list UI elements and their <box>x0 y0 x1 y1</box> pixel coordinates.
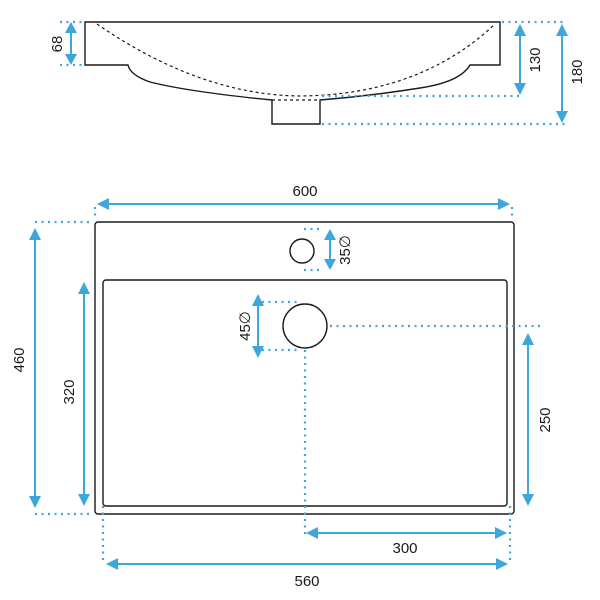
dim-label-45: 45∅ <box>237 311 254 341</box>
arrow-320-top <box>78 282 90 294</box>
arrow-130-top <box>514 24 526 36</box>
arrow-68-top <box>65 22 77 33</box>
arrow-300-right <box>495 527 507 539</box>
arrow-45-bottom <box>252 346 264 358</box>
side-profile-view: 68 130 180 <box>49 20 586 126</box>
top-plan-view: 600 35∅ 45∅ 460 320 250 <box>11 183 554 590</box>
dim-label-300: 300 <box>392 540 417 557</box>
side-profile-inner-basin <box>96 23 496 97</box>
tap-hole <box>289 238 315 264</box>
arrow-560-right <box>496 558 508 570</box>
arrow-320-bottom <box>78 494 90 506</box>
arrow-560-left <box>106 558 118 570</box>
arrow-35-top <box>324 229 336 240</box>
dim-label-35: 35∅ <box>337 235 354 265</box>
arrow-130-bottom <box>514 83 526 95</box>
arrow-35-bottom <box>324 259 336 270</box>
plan-basin-outline <box>102 279 508 507</box>
arrow-180-top <box>556 24 568 36</box>
dim-label-68: 68 <box>49 36 66 53</box>
arrow-68-bottom <box>65 54 77 65</box>
dim-label-180: 180 <box>569 59 586 84</box>
arrow-45-top <box>252 294 264 306</box>
dim-label-460: 460 <box>11 347 28 372</box>
arrow-300-left <box>306 527 318 539</box>
dim-label-250: 250 <box>537 407 554 432</box>
arrow-600-right <box>498 198 510 210</box>
drain-hole <box>282 303 328 349</box>
arrow-600-left <box>97 198 109 210</box>
arrow-460-bottom <box>29 496 41 508</box>
plan-outer-outline <box>94 221 515 515</box>
side-profile-outline <box>84 21 501 125</box>
dim-label-600: 600 <box>292 183 317 200</box>
dim-label-130: 130 <box>527 47 544 72</box>
arrow-250-bottom <box>522 494 534 506</box>
dim-label-320: 320 <box>61 379 78 404</box>
arrow-180-bottom <box>556 111 568 123</box>
dim-label-560: 560 <box>294 573 319 590</box>
arrow-250-top <box>522 333 534 345</box>
arrow-460-top <box>29 228 41 240</box>
